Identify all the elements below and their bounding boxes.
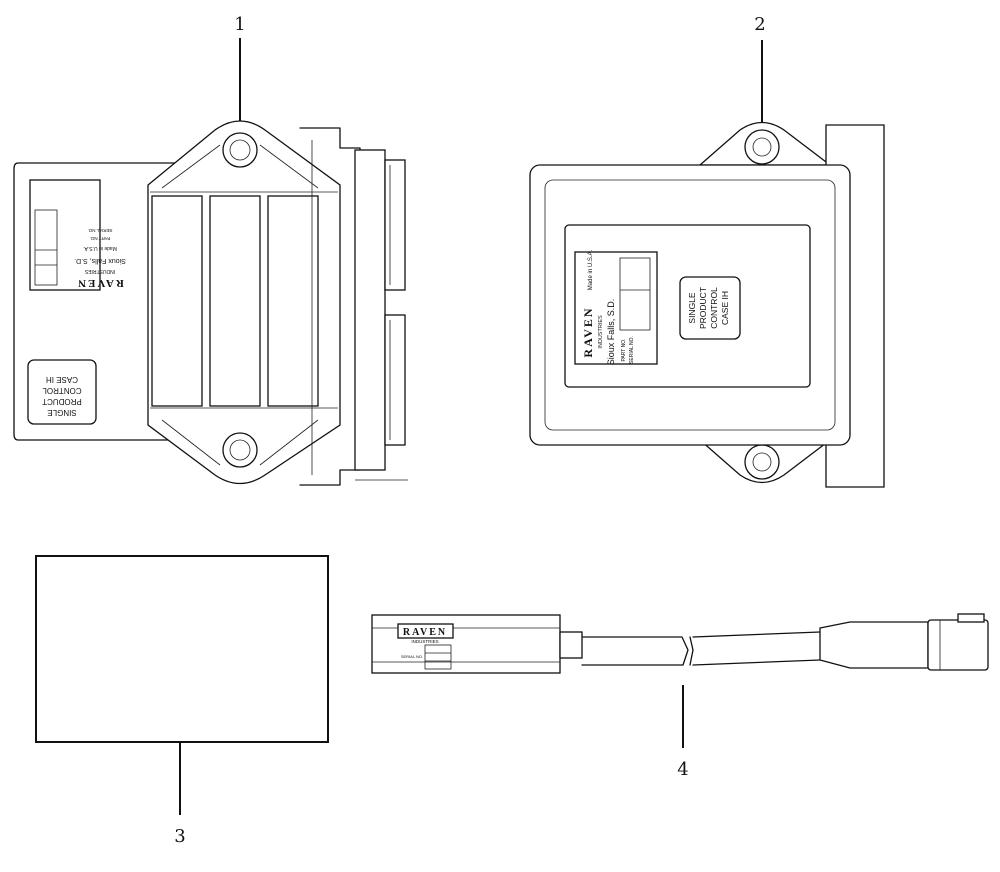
harness-4-brand: RAVEN — [403, 627, 447, 638]
module-2-panel-line-1: SINGLE — [687, 292, 697, 324]
module-2-made: Made in U.S.A. — [588, 249, 594, 290]
module-2: RAVEN INDUSTRIES Sioux Falls, S.D. Made … — [529, 14, 885, 488]
module-1-brand: RAVEN — [76, 277, 124, 289]
module-2-sub: INDUSTRIES — [598, 315, 604, 349]
module-2-part: PART NO. — [621, 338, 627, 361]
module-1-panel-line-1: SINGLE — [47, 408, 76, 417]
module-2-city: Sioux Falls, S.D. — [606, 299, 616, 366]
callout-2: 2 — [754, 14, 765, 35]
callout-4: 4 — [677, 759, 688, 780]
module-2-serial: SERIAL NO. — [629, 336, 635, 364]
module-1-serial: SERIAL NO. — [87, 228, 112, 233]
manual-3: 3 — [35, 555, 329, 847]
callout-1: 1 — [234, 14, 245, 35]
module-1-part: PART NO. — [90, 236, 111, 241]
module-2-brand: RAVEN — [581, 306, 595, 357]
module-2-panel-line-3: CONTROL — [709, 287, 719, 329]
module-1-city: Sioux Falls, S.D. — [74, 257, 126, 264]
harness-4-sub: INDUSTRIES — [411, 639, 438, 644]
module-1-made: Made in U.S.A. — [83, 245, 117, 251]
module-1-sub: INDUSTRIES — [84, 268, 115, 274]
module-2-panel-line-2: PRODUCT — [698, 287, 708, 329]
harness-4: RAVEN INDUSTRIES SERIAL NO. 4 — [371, 613, 989, 780]
module-1-panel-line-4: CASE IH — [46, 375, 78, 384]
callout-3: 3 — [174, 826, 185, 847]
module-1-panel-line-3: CONTROL — [42, 386, 82, 395]
module-1: RAVEN INDUSTRIES Sioux Falls, S.D. Made … — [13, 14, 408, 486]
module-2-panel-line-4: CASE IH — [720, 291, 730, 325]
harness-4-serial: SERIAL NO. — [401, 654, 423, 659]
module-1-panel-line-2: PRODUCT — [42, 397, 82, 406]
